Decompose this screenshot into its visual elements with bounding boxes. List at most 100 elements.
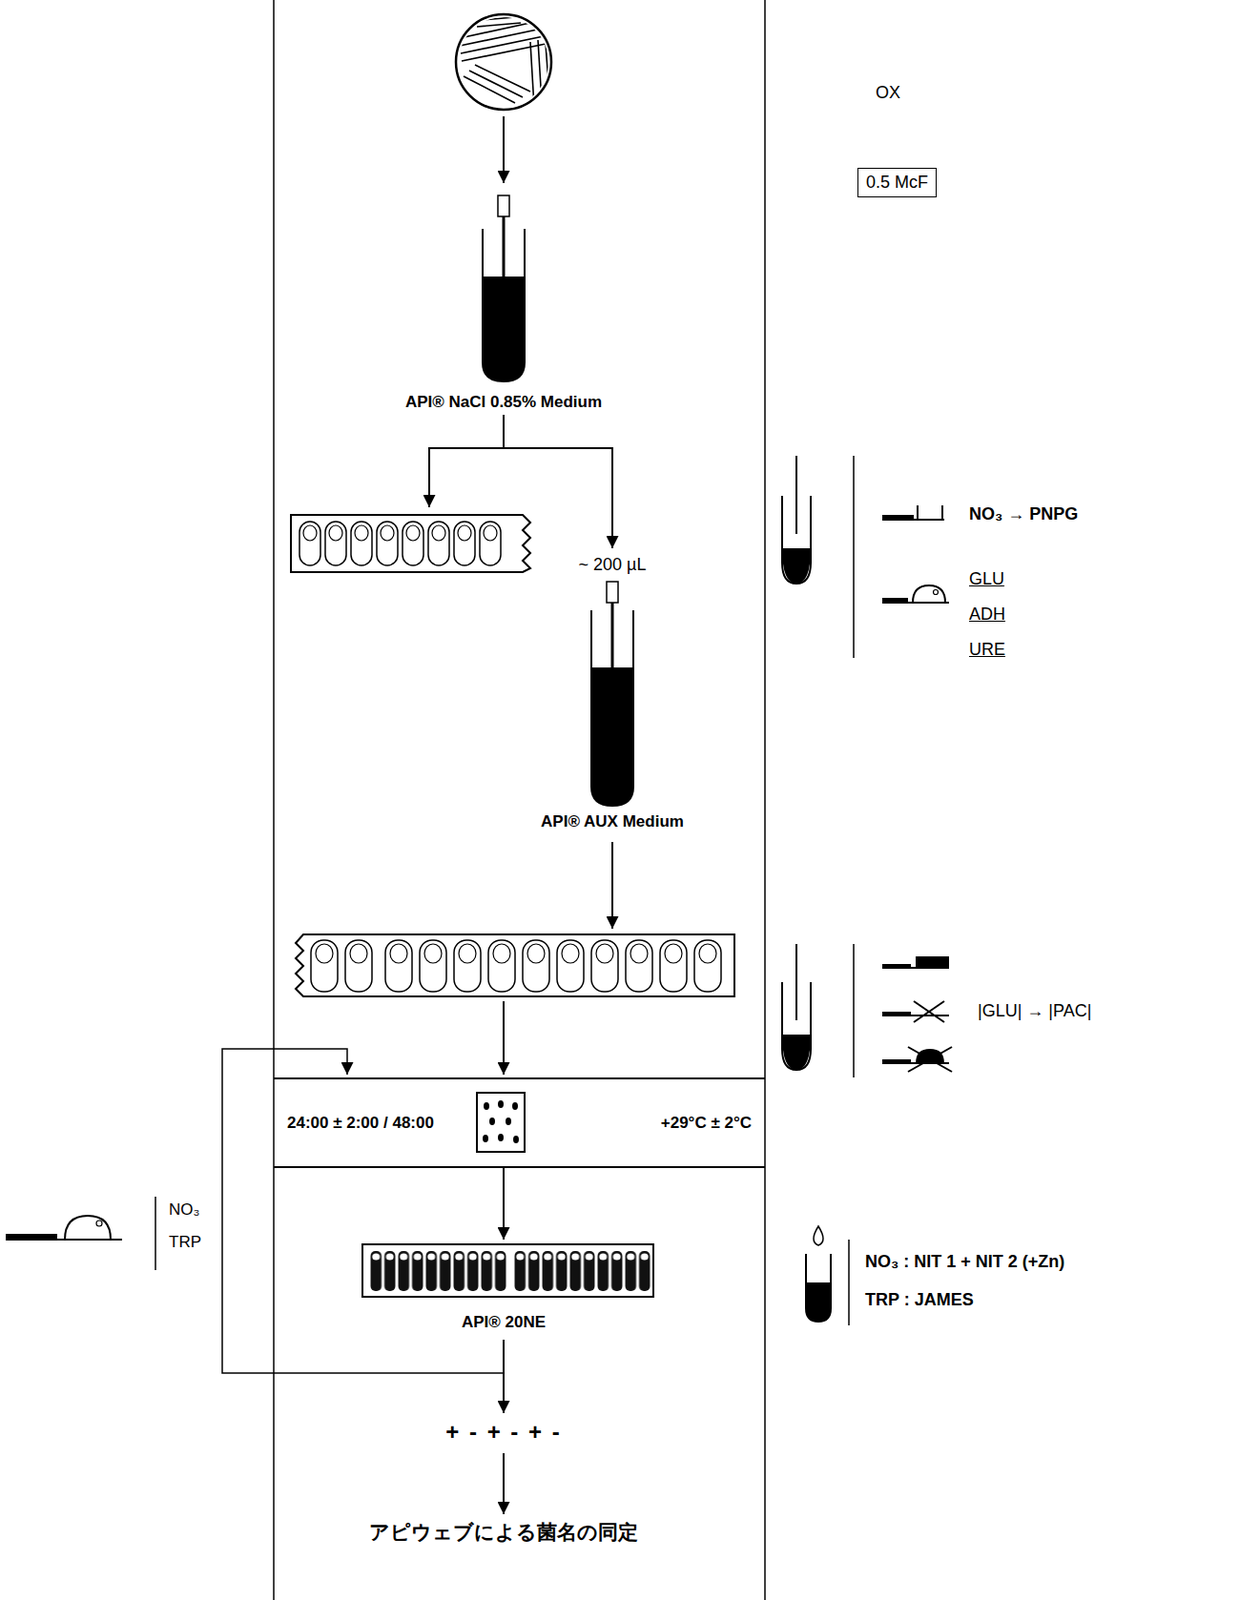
icon-fill [915,956,950,969]
reagent-drop [813,1226,824,1246]
result-signs: + - + - + - [445,1418,561,1447]
test-name: GLU [969,568,1005,591]
flow-arrow [502,1168,505,1240]
cupule-row [307,939,376,995]
test-tube [805,1254,831,1322]
test-name: |GLU| → |PAC| [977,1000,1092,1023]
crossed-cupule-icon [882,1001,950,1023]
cross-mark [908,1047,952,1073]
bracket-line [222,1049,504,1374]
streak [471,17,521,27]
test-strip [362,1244,654,1298]
test-strip [290,515,531,573]
flow-arrow [502,1340,505,1414]
oil-cupule-icon [882,585,950,603]
reagent-note: TRP : JAMES [865,1289,974,1312]
test-strip: API® 20NE [355,1239,652,1336]
cupule-row [513,1244,652,1298]
medium-tube: ~ 200 µL API® AUX Medium [507,548,718,835]
column-line [272,0,275,1600]
icon-fill [882,1011,911,1016]
water-drops [482,1100,519,1144]
pipette [606,581,619,603]
pipette [795,455,798,535]
flow-arrow [611,842,614,930]
drop [483,1102,490,1111]
node-text: 24:00 ± 2:00 / 48:00 [287,1113,434,1134]
test-strip [295,934,735,997]
tube-liquid [482,276,525,382]
oil-cupule-icon [5,1216,123,1240]
humidity-box [476,1093,525,1153]
oil-dome [912,585,946,603]
flow-arrow [502,1001,505,1075]
test-name: NO₃ [168,1199,200,1220]
drop [497,1134,504,1142]
oil-dome [64,1216,111,1240]
icon-fill [5,1234,58,1240]
cross-mark [913,1001,945,1023]
pipette [502,216,506,287]
test-name: ADH [969,603,1006,626]
drop [489,1117,496,1126]
tube-liquid [805,1282,831,1322]
icon-fill [882,515,914,520]
crossed-oil-cupule-icon [882,1047,952,1073]
node-text: ~ 200 µL [578,554,647,577]
streak [459,20,546,62]
medium-tube: API® NaCl 0.85% Medium [381,190,626,415]
density-box: 0.5 McF [857,167,937,198]
test-tube [782,495,811,584]
culture-plate [455,14,552,110]
plate-streaks [459,17,550,107]
flow-arrow [503,414,613,549]
icon-fill [882,964,911,969]
cupule-row [381,939,725,995]
node-text: API® 20NE [461,1312,546,1333]
drop [505,1117,512,1126]
reagent-note: NO₃ : NIT 1 + NIT 2 (+Zn) [865,1251,1065,1274]
pipette [795,944,798,1021]
column-line [764,0,766,1600]
test-name: TRP [168,1232,202,1253]
flow-arrow [502,116,505,184]
oil-dome [915,1049,945,1064]
test-name: NO₃ → PNPG [969,503,1078,526]
cupule-row [369,1244,508,1298]
test-tube [782,982,811,1071]
pipette [611,602,615,678]
test-name: OX [875,82,901,104]
group-bar [852,944,855,1078]
drop [497,1100,504,1109]
streak [530,40,550,107]
incubation-band: 24:00 ± 2:00 / 48:00 +29°C ± 2°C [273,1077,765,1169]
branch-arrow [429,448,504,508]
pipette [497,195,510,217]
drop [512,1102,518,1111]
icon-wall [941,505,944,520]
drop [513,1135,519,1144]
group-bar [852,455,855,659]
icon-fill [882,1059,911,1064]
streak [463,64,531,104]
oil-bubble [96,1220,103,1227]
cross-mark [913,1001,945,1023]
group-bar [154,1197,157,1271]
flow-arrow [502,1453,505,1515]
tube-liquid [591,667,634,806]
node-text: API® AUX Medium [540,811,684,832]
icon-wall [916,505,919,520]
test-name: URE [969,639,1006,661]
group-bar [847,1239,850,1326]
identification-note: アピウェブによる菌名の同定 [369,1520,639,1546]
cupule-row [297,520,504,569]
node-text: +29°C ± 2°C [660,1113,752,1134]
oil-bubble [933,590,939,596]
icon-fill [882,598,909,603]
node-text: API® NaCl 0.85% Medium [405,392,602,413]
drop [482,1135,489,1143]
open-cupule-icon [882,505,945,520]
